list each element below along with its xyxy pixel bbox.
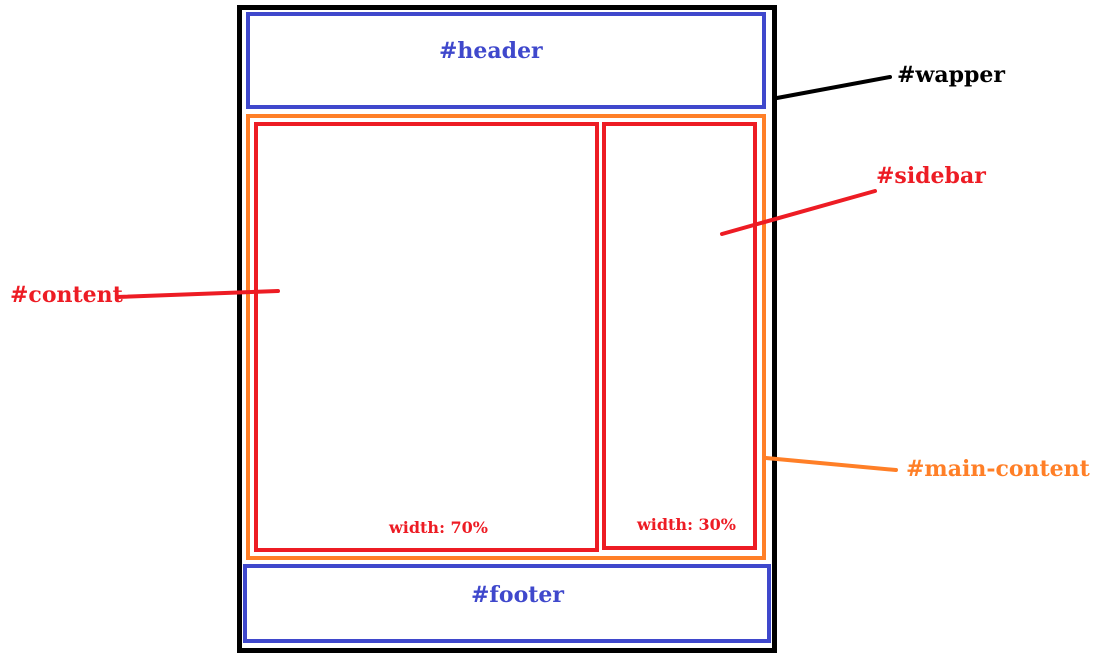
content-callout-label: #content — [10, 282, 123, 308]
wrapper-box — [237, 5, 777, 653]
wrapper-callout-line — [775, 75, 892, 100]
sidebar-box — [602, 122, 757, 550]
content-width-note: width: 70% — [389, 518, 489, 537]
sidebar-callout-label: #sidebar — [876, 163, 986, 189]
wrapper-callout-label: #wapper — [897, 62, 1005, 88]
header-box — [246, 12, 766, 109]
main-content-box — [246, 114, 766, 560]
content-box — [254, 122, 599, 552]
main-content-callout-line — [764, 456, 898, 472]
main-content-callout-label: #main-content — [906, 456, 1090, 482]
sidebar-width-note: width: 30% — [637, 515, 737, 534]
footer-label: #footer — [471, 582, 564, 608]
header-label: #header — [439, 38, 543, 64]
footer-box — [243, 564, 771, 643]
